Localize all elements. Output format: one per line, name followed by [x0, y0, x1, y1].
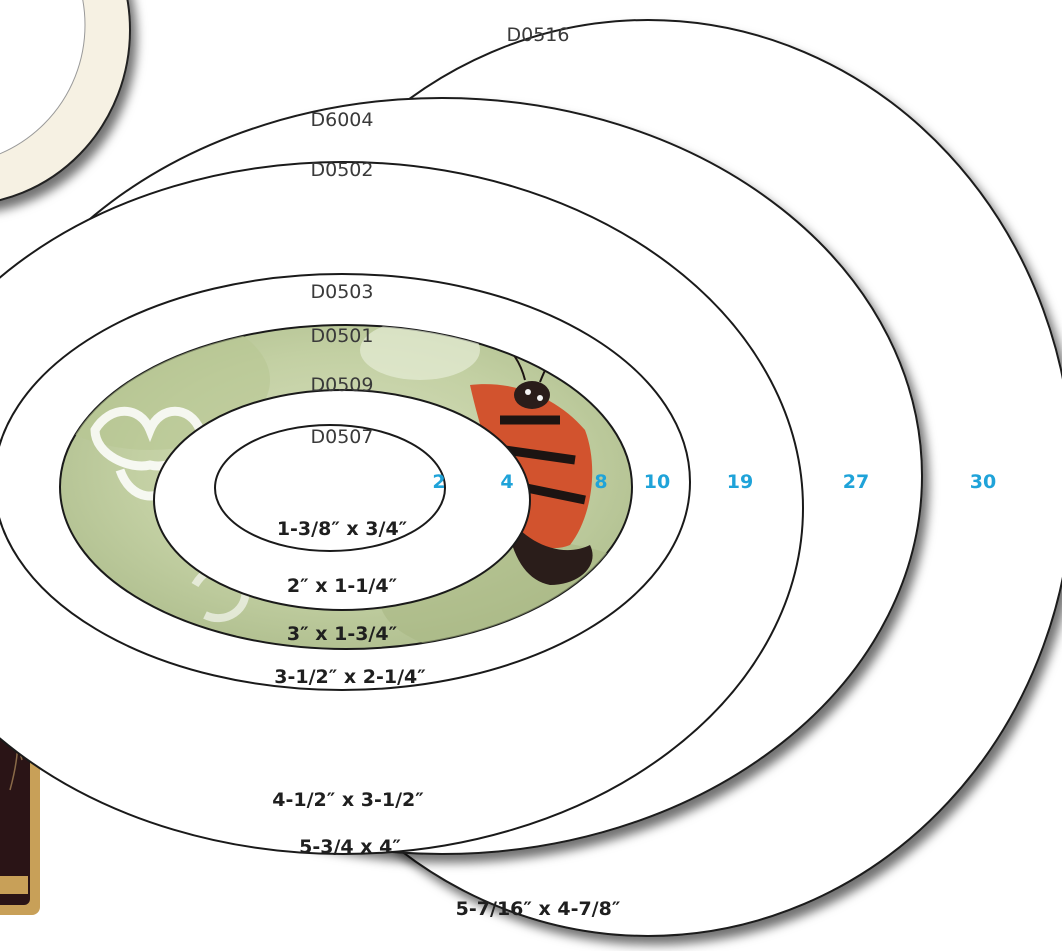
size-label-d0503: 3-1/2″ x 2-1/4″: [274, 666, 426, 688]
count-label-d0501: 8: [594, 471, 607, 493]
oval-d0507: [214, 424, 446, 552]
code-label-d0516: D0516: [507, 24, 570, 46]
count-label-d0507: 2: [432, 471, 445, 493]
code-label-d0502: D0502: [311, 159, 374, 181]
count-label-d6004: 27: [843, 471, 869, 493]
code-label-d0507: D0507: [311, 426, 374, 448]
product-code-labels: D0516 D6004 D0502 D0503 D0501 D0509 D050…: [311, 24, 570, 448]
size-label-d0501: 3″ x 1-3/4″: [287, 623, 398, 645]
count-label-d0502: 19: [727, 471, 753, 493]
count-label-d0503: 10: [644, 471, 670, 493]
decorative-plate-corner: [0, 0, 131, 202]
count-labels: 2 4 8 10 19 27 30: [432, 471, 996, 493]
size-label-d0502: 4-1/2″ x 3-1/2″: [272, 789, 424, 811]
count-label-d0509: 4: [500, 471, 513, 493]
size-label-d0507: 1-3/8″ x 3/4″: [277, 518, 408, 540]
code-label-d0501: D0501: [311, 325, 374, 347]
size-label-d0509: 2″ x 1-1/4″: [287, 575, 398, 597]
code-label-d0503: D0503: [311, 281, 374, 303]
size-label-d6004: 5-3/4 x 4″: [299, 836, 401, 858]
count-label-d0516: 30: [970, 471, 996, 493]
size-label-d0516: 5-7/16″ x 4-7/8″: [456, 898, 621, 920]
size-labels: 1-3/8″ x 3/4″ 2″ x 1-1/4″ 3″ x 1-3/4″ 3-…: [272, 518, 621, 920]
code-label-d6004: D6004: [311, 109, 374, 131]
code-label-d0509: D0509: [311, 374, 374, 396]
